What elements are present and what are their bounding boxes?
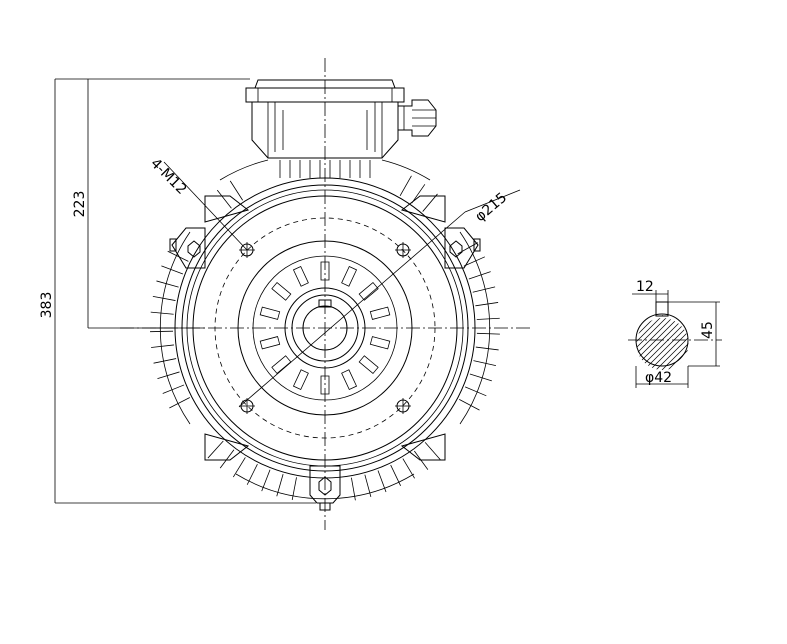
fan-spoke — [341, 265, 358, 287]
cooling-fin — [151, 344, 174, 348]
section-hatch — [643, 309, 689, 370]
fan-spoke — [259, 336, 281, 350]
fin-envelope — [235, 473, 415, 500]
leader-4-m12: 4-M12 — [147, 156, 248, 251]
mounting-lugs — [169, 227, 481, 511]
cooling-fin — [402, 458, 415, 479]
fan-spoke — [358, 355, 379, 375]
shaft-section-detail: 12 45 φ42 — [572, 279, 720, 388]
section-hatch — [636, 309, 669, 370]
cooling-fin — [411, 184, 426, 204]
dimension-383-label: 383 — [39, 292, 55, 319]
cooling-fin — [156, 280, 179, 288]
section-hatch — [661, 309, 689, 370]
cooling-fin — [475, 346, 499, 351]
cooling-fin — [475, 302, 499, 307]
cooling-fin — [390, 464, 401, 486]
cooling-fin — [153, 358, 177, 364]
fan-spoke — [271, 281, 292, 301]
section-hatch — [655, 309, 689, 370]
shaft-diameter-label: φ42 — [645, 370, 672, 386]
cooling-fin — [167, 250, 189, 262]
key-height-label: 45 — [700, 321, 716, 339]
cooling-fin — [261, 469, 271, 492]
cooling-fin — [472, 286, 496, 293]
flange-pcd-label: φ215 — [472, 190, 510, 225]
shaft — [284, 287, 366, 369]
section-hatch — [667, 309, 689, 370]
cooling-fin — [476, 317, 500, 320]
section-hatch — [636, 309, 681, 370]
cooling-fin — [469, 373, 492, 382]
bolt-holes — [239, 242, 411, 414]
cooling-fin — [169, 397, 190, 409]
cooling-fin — [157, 371, 180, 379]
fan-spoke — [320, 375, 330, 395]
cooling-fin — [219, 449, 235, 469]
cooling-fin — [232, 457, 246, 478]
cooling-fin — [422, 193, 438, 212]
fin-envelope — [459, 231, 491, 425]
cooling-fin — [464, 386, 487, 397]
fan-spoke — [271, 355, 292, 375]
fan-spoke — [369, 336, 391, 350]
fan-spoke — [369, 306, 391, 320]
fan-spoke — [292, 265, 309, 287]
cooling-fin — [150, 311, 174, 315]
frame-fins — [150, 159, 500, 501]
frame-body — [174, 177, 476, 479]
cooling-fin — [459, 399, 480, 411]
fin-envelope — [381, 159, 431, 181]
cooling-fin — [424, 442, 441, 460]
fan-spokes — [259, 261, 391, 395]
dimension-223: 223 — [72, 79, 205, 329]
fan-spoke — [292, 369, 309, 391]
cooling-fin — [229, 180, 243, 201]
cooling-fin — [216, 189, 232, 209]
section-hatch — [572, 310, 632, 370]
cooling-fin — [463, 256, 486, 267]
fin-envelope — [159, 231, 191, 425]
section-hatch — [636, 309, 675, 370]
cooling-fin — [207, 440, 224, 459]
cooling-fin — [246, 463, 258, 485]
section-hatch — [649, 309, 689, 370]
leader-phi215: φ215 — [238, 189, 521, 408]
fan-spoke — [341, 369, 358, 391]
cooling-fin — [468, 271, 491, 280]
cooling-fin — [162, 384, 185, 394]
bolt-holes-label: 4-M12 — [147, 156, 189, 198]
dimension-383: 383 — [39, 78, 316, 504]
cooling-fin — [476, 332, 500, 335]
key-width-label: 12 — [636, 279, 654, 295]
fan-spoke — [358, 281, 379, 301]
dimension-223-label: 223 — [72, 191, 88, 218]
fin-envelope — [219, 159, 269, 181]
neck-ribs — [279, 160, 371, 178]
centerlines — [120, 58, 722, 530]
cooling-fin — [152, 296, 176, 301]
fan-spoke — [320, 261, 330, 281]
fan-spoke — [259, 306, 281, 320]
cooling-fin — [161, 265, 184, 275]
cooling-fin — [399, 175, 412, 197]
terminal-box — [245, 79, 437, 159]
cooling-fin — [473, 360, 497, 366]
